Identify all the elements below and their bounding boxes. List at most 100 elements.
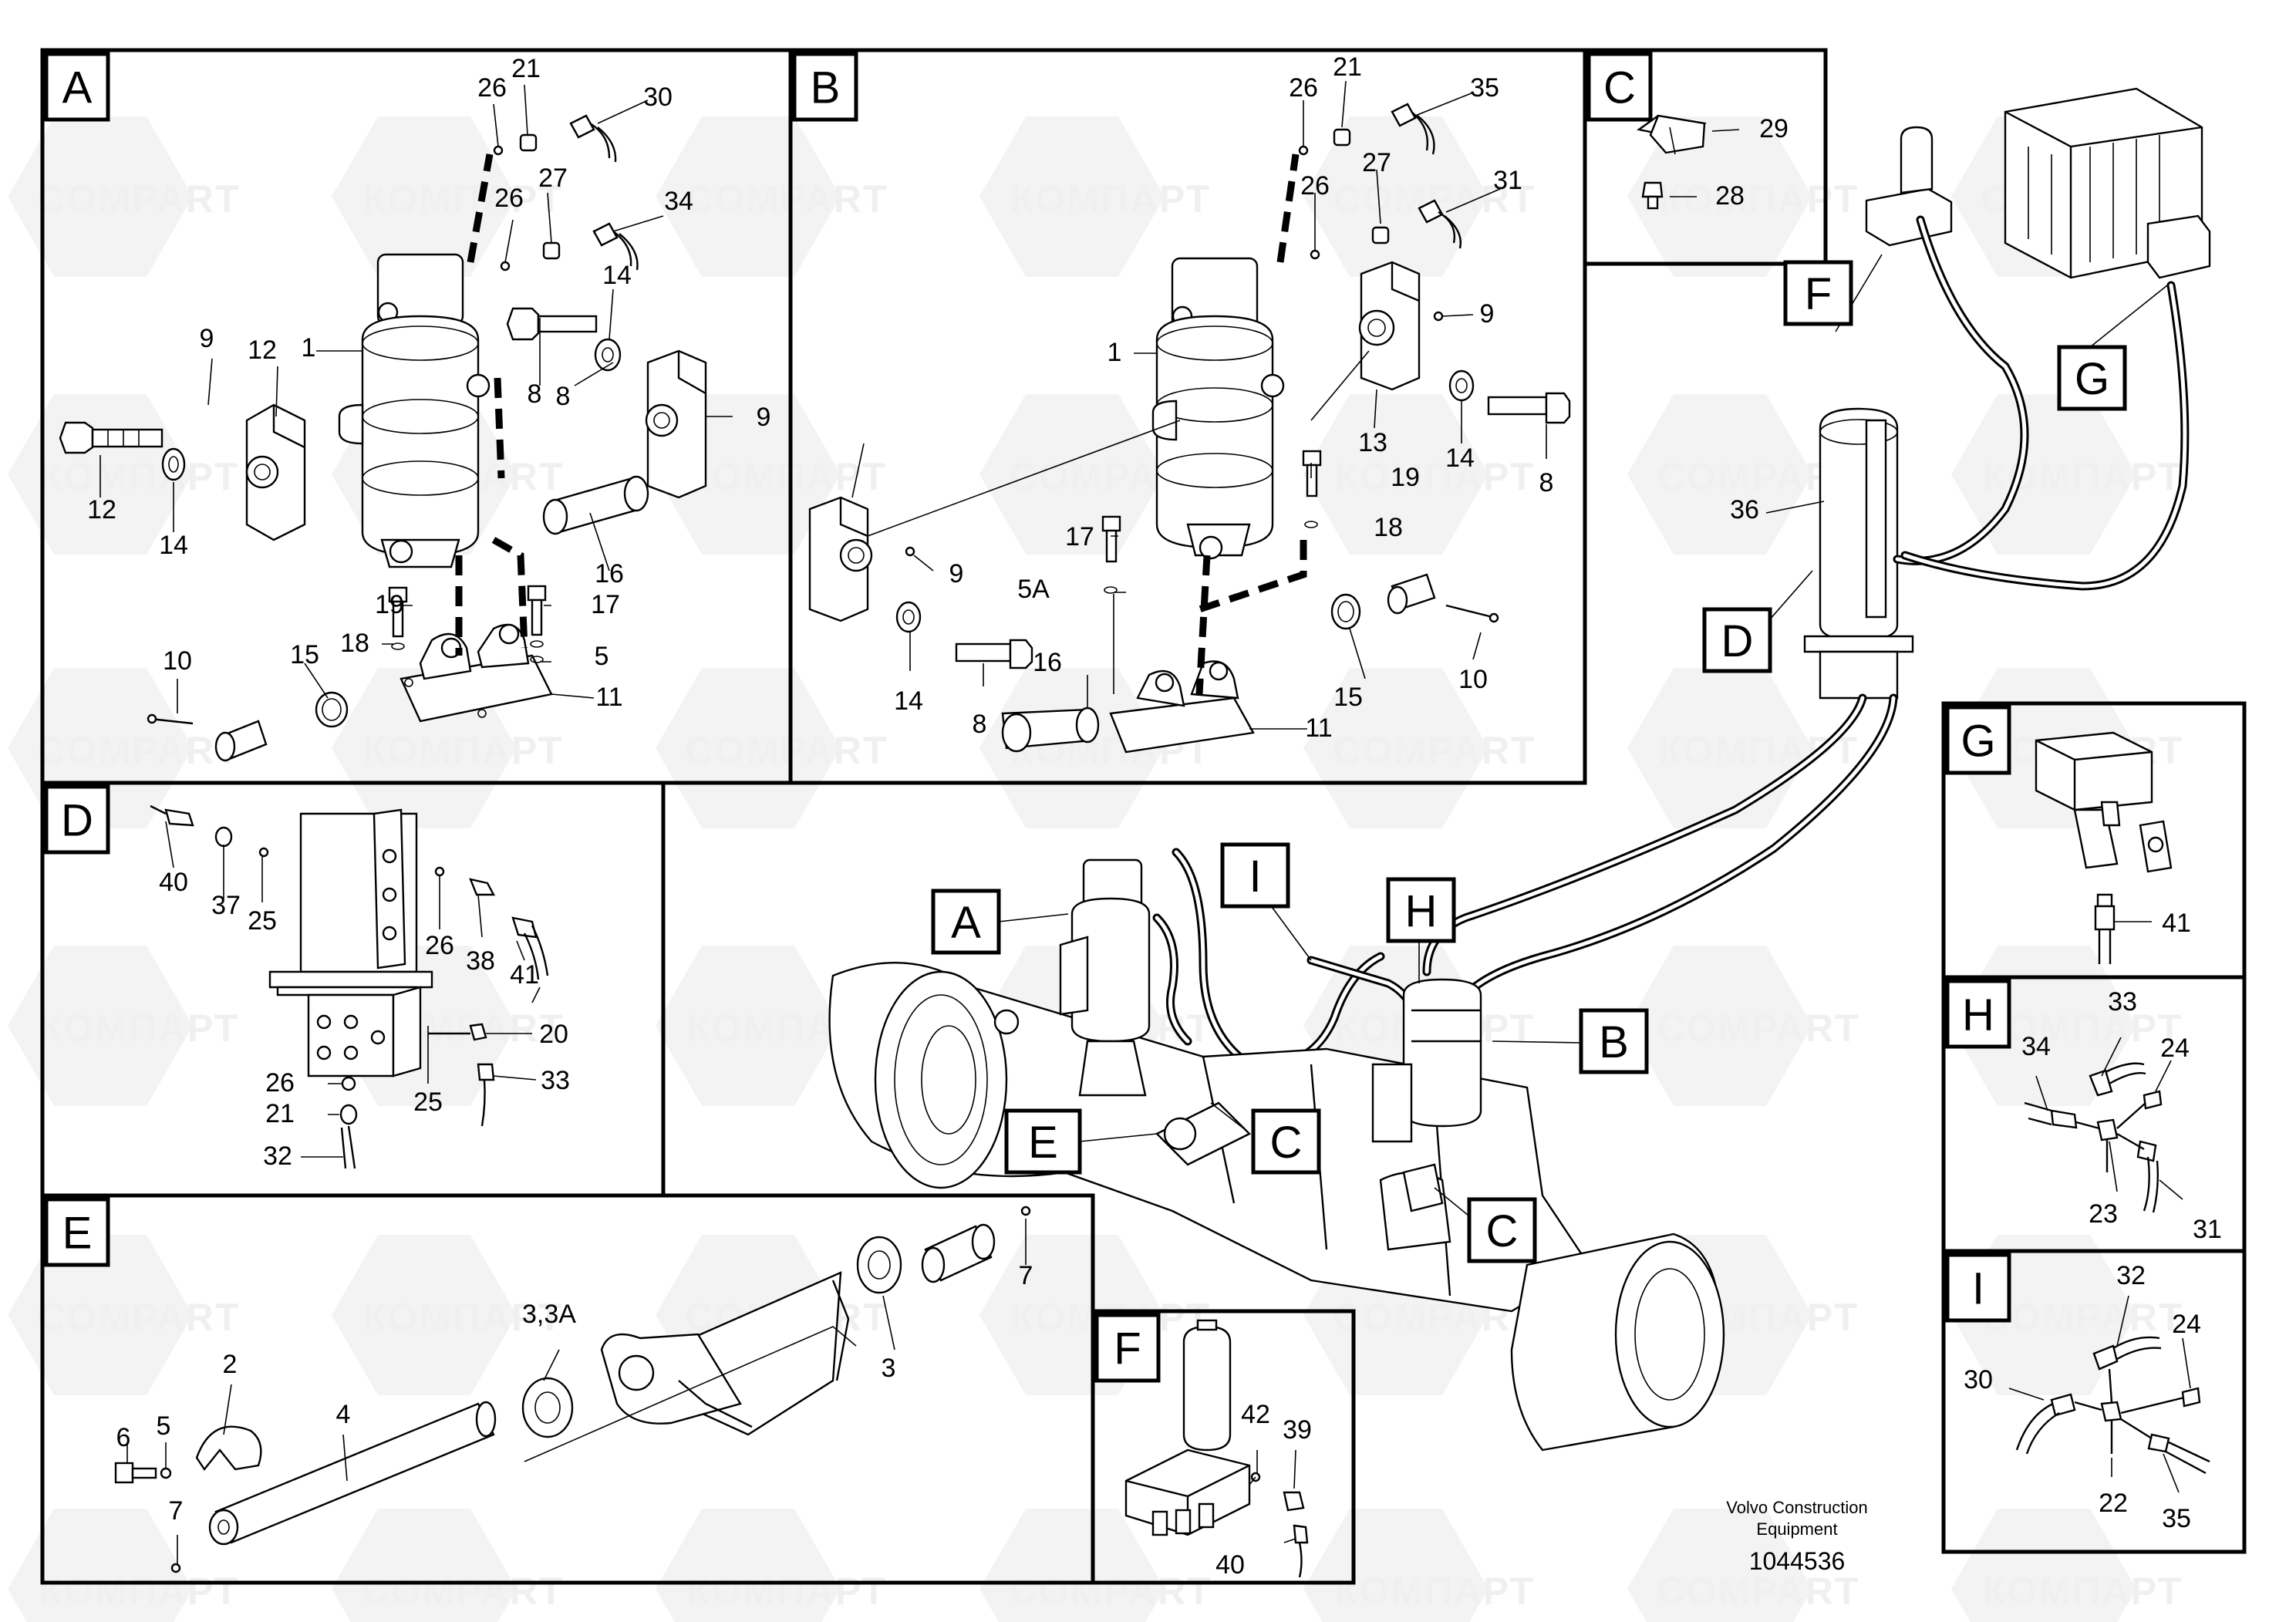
part-label: 42	[1241, 1400, 1270, 1429]
tag-letter: B	[811, 63, 841, 113]
pin-b	[1001, 573, 1499, 753]
bracket-left	[245, 403, 306, 541]
tag-letter: E	[1028, 1118, 1058, 1168]
section-tag-c: C	[1586, 52, 1653, 122]
tag-box	[1386, 877, 1456, 943]
part-label: 25	[248, 906, 277, 936]
watermark-hexagon	[8, 116, 193, 277]
panel-f	[1124, 1319, 1309, 1578]
bolt-top	[506, 307, 622, 372]
tag-letter: I	[1249, 851, 1261, 902]
section-tag-b: B	[1579, 1008, 1649, 1074]
watermark-text: КОМПАРТ	[362, 1296, 563, 1339]
watermark-text: КОМПАРТ	[362, 177, 563, 221]
tag-box	[2057, 345, 2127, 411]
drawing-number: 1044536	[1749, 1547, 1846, 1575]
part-label: 26	[1289, 73, 1318, 103]
watermark-hexagon	[332, 116, 517, 277]
panel-c-frame	[1583, 48, 1828, 266]
part-label: 30	[1964, 1365, 1993, 1394]
part-label: 17	[591, 590, 620, 619]
watermark-hexagon	[979, 394, 1165, 555]
tag-box	[44, 1197, 110, 1267]
tag-box	[1702, 607, 1772, 673]
tag-letter: C	[1486, 1206, 1519, 1256]
part-label: 34	[664, 187, 693, 216]
watermark-text: COMPART	[361, 1570, 564, 1613]
tag-box	[1004, 1108, 1082, 1175]
tag-letter: D	[61, 796, 93, 846]
section-tag-h: H	[1386, 877, 1456, 943]
watermark-text: КОМПАРТ	[1982, 1007, 2183, 1050]
watermark-text: КОМПАРТ	[1010, 177, 1211, 221]
bolt-left	[59, 421, 186, 481]
section-tag-c: C	[1467, 1197, 1537, 1263]
solenoid-valve-b	[1151, 257, 1285, 560]
watermark-text: КОМПАРТ	[1658, 729, 1859, 772]
watermark-hexagon	[1627, 394, 1812, 555]
panel-i-frame	[1941, 1249, 2247, 1554]
section-tag-c: C	[1251, 1108, 1321, 1175]
leaders-a	[99, 84, 733, 713]
part-label: 4	[336, 1400, 351, 1429]
watermark-text: КОМПАРТ	[1334, 455, 1535, 498]
watermark-text: КОМПАРТ	[39, 1570, 239, 1613]
part-label: 26	[265, 1068, 295, 1098]
tag-letter: B	[1599, 1017, 1629, 1067]
part-label: 15	[290, 640, 319, 669]
part-label: 39	[1283, 1415, 1312, 1445]
part-label: 9	[757, 403, 771, 432]
section-tag-g: G	[1945, 705, 2011, 775]
part-label: 19	[375, 590, 404, 619]
watermark-hexagon	[979, 116, 1165, 277]
part-label: 28	[1715, 181, 1745, 211]
watermark-hexagon	[8, 946, 193, 1106]
tag-letter: E	[62, 1209, 93, 1259]
part-label: 27	[1362, 148, 1391, 177]
part-label: 18	[340, 629, 369, 658]
watermark-hexagon	[332, 1235, 517, 1395]
tag-box	[44, 784, 110, 855]
tag-box	[1579, 1008, 1649, 1074]
pin-16	[542, 475, 649, 535]
section-tag-g: G	[2057, 345, 2127, 411]
section-tag-f: F	[1783, 260, 1853, 326]
part-label: 31	[2193, 1215, 2222, 1244]
part-label: 31	[1493, 166, 1522, 195]
axle-swivel-b	[1371, 978, 1482, 1212]
watermark-text: КОМПАРТ	[1982, 1570, 2183, 1613]
part-label: 32	[2116, 1261, 2146, 1290]
watermark-hexagon	[1303, 394, 1489, 555]
part-label: 27	[538, 164, 568, 193]
panel-d	[150, 804, 549, 1169]
part-label: 34	[2021, 1032, 2051, 1061]
watermark-hexagon	[332, 1509, 517, 1622]
part-label: 23	[2089, 1199, 2118, 1229]
part-label: 8	[973, 710, 987, 739]
part-label: 18	[1374, 513, 1403, 542]
hose-dashed-b	[1198, 540, 1307, 613]
watermark-text: COMPART	[1333, 729, 1536, 772]
watermark-text: COMPART	[37, 1296, 240, 1339]
part-label: 35	[2162, 1504, 2191, 1533]
panel-e	[114, 1206, 1031, 1573]
watermark-hexagon	[8, 1509, 193, 1622]
part-label: 19	[1391, 463, 1420, 492]
part-label: 17	[1065, 522, 1094, 551]
part-label: 14	[1445, 443, 1475, 473]
part-label: 40	[159, 868, 188, 897]
part-label: 32	[263, 1141, 292, 1171]
solenoid-valve	[338, 253, 491, 568]
section-tag-d: D	[44, 784, 110, 855]
part-label: 10	[1458, 665, 1488, 694]
part-label: 5	[157, 1411, 171, 1441]
axle-valve-a	[1059, 858, 1151, 1097]
part-label: 1	[302, 333, 316, 363]
part-label: 12	[248, 336, 277, 365]
part-label: 12	[87, 495, 116, 524]
watermark-text: КОМПАРТ	[686, 455, 887, 498]
screw	[1641, 181, 1664, 198]
section-tag-d: D	[1702, 607, 1772, 673]
pin-15	[147, 691, 349, 762]
panel-f-frame	[1091, 1309, 1356, 1585]
